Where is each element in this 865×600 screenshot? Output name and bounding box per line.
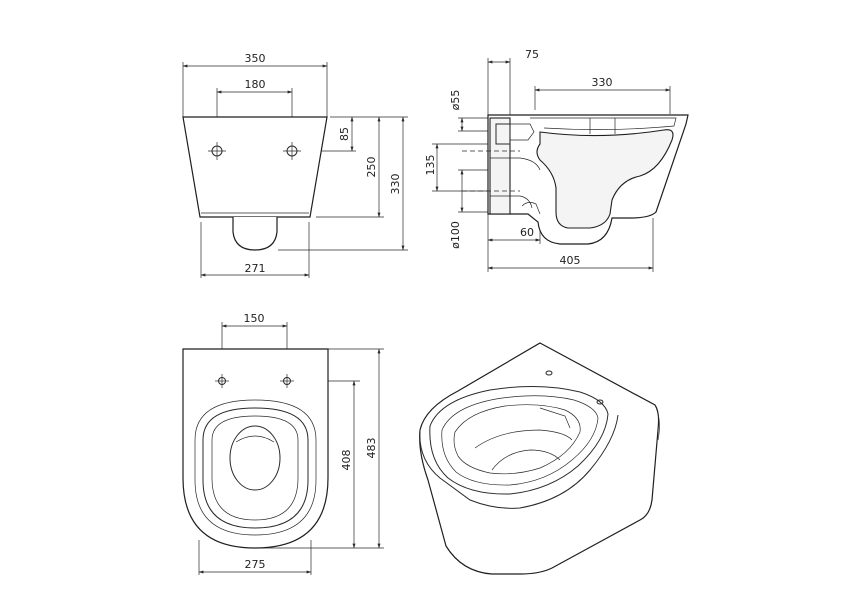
dim-top-bottom-width: 275 [245, 558, 266, 571]
dim-side-outlet-diameter: ø55 [449, 90, 462, 111]
dim-side-drain-diameter: ø100 [449, 221, 462, 249]
iso-outer-shell [419, 342, 660, 575]
dim-side-inlet-distance: 135 [424, 155, 437, 176]
front-view: 350 180 271 85 250 330 [182, 52, 408, 278]
dim-front-total-height: 330 [389, 174, 402, 195]
dim-front-bowl-height: 250 [365, 157, 378, 178]
isometric-view [419, 342, 660, 575]
top-view: 150 275 408 483 [182, 312, 384, 575]
mount-hole-left-icon [208, 142, 226, 160]
dim-top-total-length: 483 [365, 438, 378, 459]
dim-side-drain-offset: 60 [520, 226, 534, 239]
front-bowl-outline [182, 116, 328, 218]
dim-top-bowl-length: 408 [340, 450, 353, 471]
top-hole-left-icon [215, 374, 229, 388]
mount-hole-right-icon [283, 142, 301, 160]
dim-side-top-length: 330 [592, 76, 613, 89]
top-bowl-drain [229, 425, 281, 491]
iso-hole-right-icon [596, 399, 604, 405]
iso-rim [429, 385, 609, 495]
dim-front-width: 350 [245, 52, 266, 65]
side-wall-section [489, 117, 511, 215]
top-rim-outline [202, 407, 309, 529]
side-section-view: 75 330 405 60 ø55 135 ø100 [424, 48, 689, 272]
dim-front-hole-offset: 85 [338, 127, 351, 141]
top-outer-outline [182, 348, 329, 549]
dim-side-outlet-offset: 75 [525, 48, 539, 61]
dim-top-hole-spacing: 150 [244, 312, 265, 325]
iso-hole-left-icon [545, 370, 553, 376]
dim-front-hole-spacing: 180 [245, 78, 266, 91]
dim-side-total-length: 405 [560, 254, 581, 267]
top-hole-right-icon [280, 374, 294, 388]
front-outlet-outline [232, 217, 278, 251]
dim-front-bottom-width: 271 [245, 262, 266, 275]
side-bowl-cavity [536, 129, 674, 229]
